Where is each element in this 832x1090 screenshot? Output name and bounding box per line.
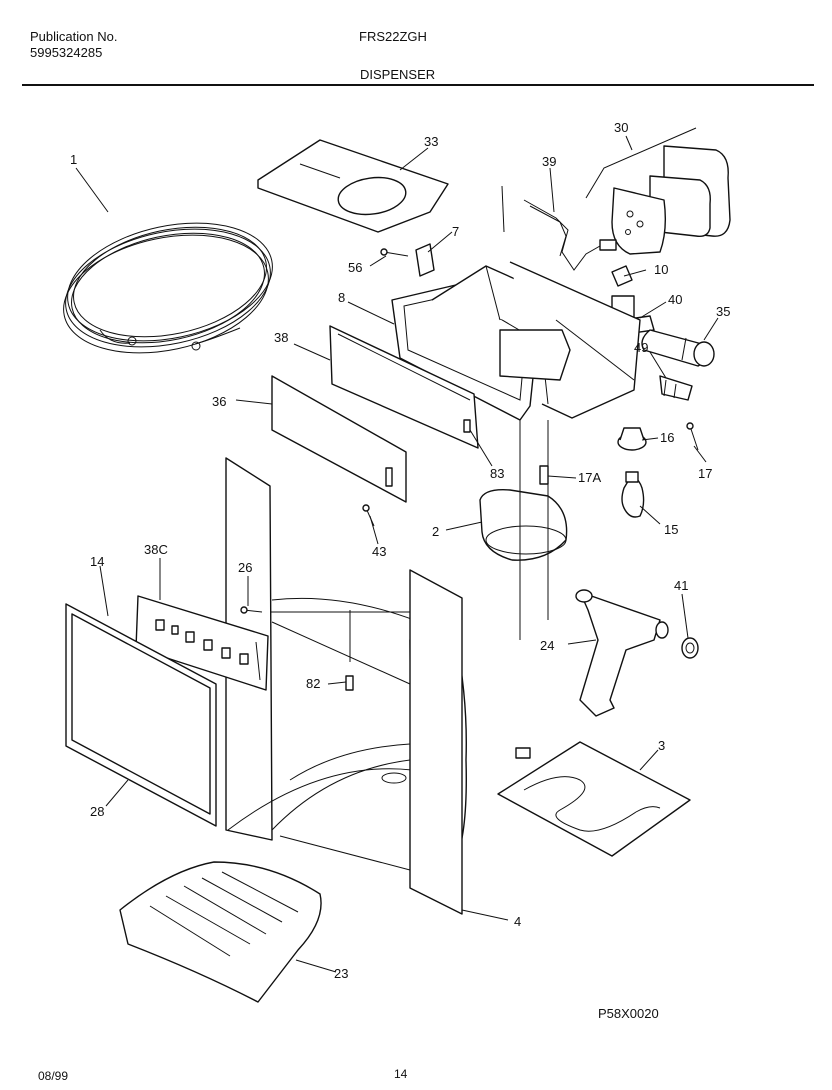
part-17-screw	[686, 422, 699, 451]
callout-41: 41	[674, 578, 688, 593]
page-number: 14	[394, 1067, 408, 1081]
part-2-ice-chute	[479, 489, 568, 561]
part-38C-led-board	[135, 595, 269, 691]
callout-26: 26	[238, 560, 252, 575]
footer-date: 08/99	[38, 1069, 69, 1083]
publication-number: 5995324285	[30, 45, 103, 60]
part-10-clip	[611, 265, 633, 287]
part-3-heater	[497, 741, 691, 857]
callout-2: 2	[432, 524, 439, 539]
chute-tube	[519, 420, 549, 640]
callout-33: 33	[424, 134, 438, 149]
model-number: FRS22ZGH	[359, 29, 427, 44]
publication-label: Publication No.	[30, 29, 118, 44]
callout-labels: 1 33 30 39 7 56 10 8 40 35 38 49 36 16 1…	[70, 120, 730, 1021]
part-7-bracket	[415, 243, 435, 277]
part-24-actuator-arm	[575, 589, 669, 717]
callout-7: 7	[452, 224, 459, 239]
callout-17A: 17A	[578, 470, 601, 485]
part-36-circuit-board	[271, 375, 407, 503]
callout-40: 40	[668, 292, 682, 307]
part-38-control-board	[329, 325, 479, 449]
callout-16: 16	[660, 430, 674, 445]
part-33-top-plate	[257, 139, 449, 233]
part-26-screw	[240, 606, 263, 614]
callout-24: 24	[540, 638, 554, 653]
part-56-screw	[380, 248, 409, 257]
part-15-lamp-bulb	[621, 471, 645, 518]
callout-38: 38	[274, 330, 288, 345]
callout-36: 36	[212, 394, 226, 409]
callout-49: 49	[634, 340, 648, 355]
callout-14: 14	[90, 554, 104, 569]
callout-1: 1	[70, 152, 77, 167]
header-divider	[22, 84, 814, 86]
part-30-pad-assembly	[585, 127, 731, 255]
callout-83: 83	[490, 466, 504, 481]
section-title: DISPENSER	[360, 67, 436, 82]
part-4-front-trim	[409, 569, 463, 915]
callout-23: 23	[334, 966, 348, 981]
part-41-spring	[681, 637, 699, 659]
callout-39: 39	[542, 154, 556, 169]
callout-28: 28	[90, 804, 104, 819]
part-39-wire-harness	[501, 185, 617, 271]
figure-code: P58X0020	[598, 1006, 659, 1021]
part-14-overlay	[71, 613, 211, 815]
part-1-tubing-coil	[63, 222, 273, 354]
callout-10: 10	[654, 262, 668, 277]
part-8-housing-frame	[391, 261, 641, 421]
callout-43: 43	[372, 544, 386, 559]
part-35-solenoid	[641, 329, 715, 367]
callout-3: 3	[658, 738, 665, 753]
callout-8: 8	[338, 290, 345, 305]
callout-4: 4	[514, 914, 521, 929]
part-49-bracket	[659, 375, 693, 401]
part-83-clip	[463, 419, 471, 433]
part-82-screw	[345, 675, 354, 691]
part-16-lamp-socket	[617, 427, 647, 451]
callout-30: 30	[614, 120, 628, 135]
part-23-drip-tray	[119, 861, 322, 1003]
part-17A-screw	[539, 465, 549, 485]
callout-56: 56	[348, 260, 362, 275]
callout-15: 15	[664, 522, 678, 537]
callout-17: 17	[698, 466, 712, 481]
callout-82: 82	[306, 676, 320, 691]
callout-38C: 38C	[144, 542, 168, 557]
callout-leaders	[75, 135, 719, 973]
callout-35: 35	[716, 304, 730, 319]
